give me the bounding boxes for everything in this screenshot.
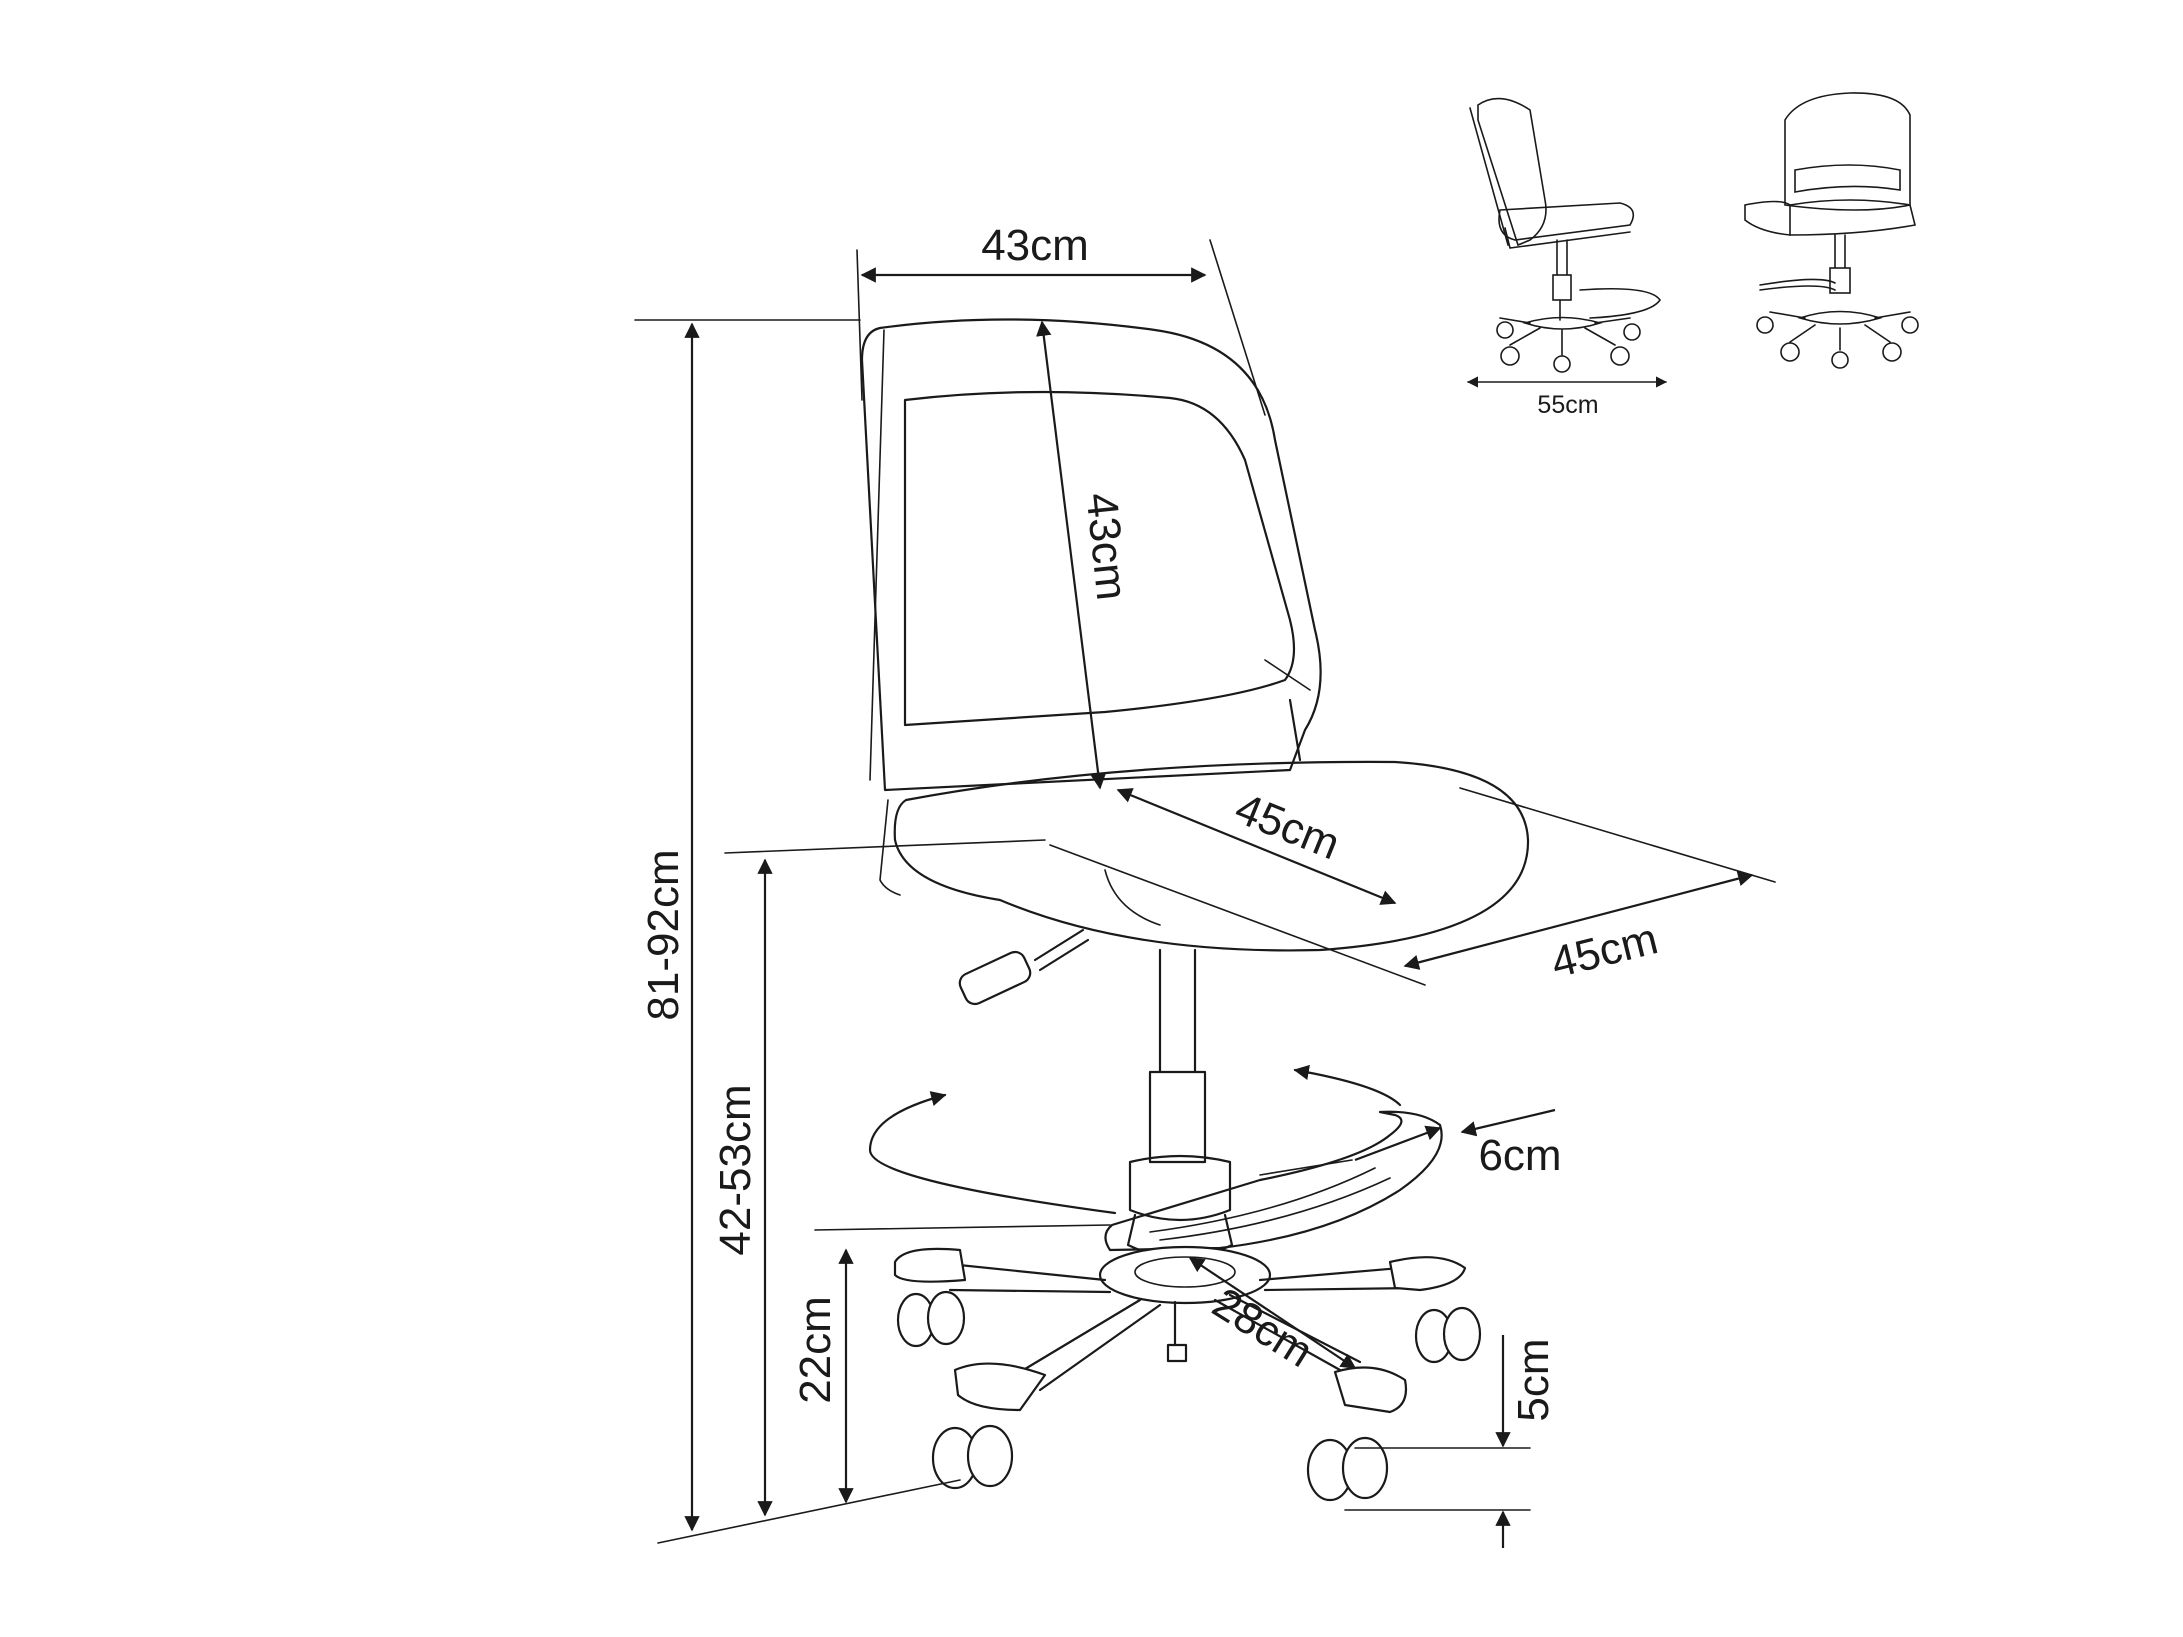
caster-wheel bbox=[1414, 1306, 1482, 1364]
backrest-width-label: 43cm bbox=[981, 221, 1089, 270]
gas-lift bbox=[1126, 948, 1234, 1259]
caster-wheel bbox=[931, 1424, 1014, 1490]
total-height-label: 81-92cm bbox=[639, 849, 688, 1020]
backrest-height-label: 43cm bbox=[1076, 490, 1136, 602]
back-view-thumbnail bbox=[1744, 92, 1919, 369]
base-diameter-dimension: 55cm bbox=[1466, 376, 1668, 419]
dimension-labels: 43cm 43cm 45cm 45cm 81-92cm 42-53cm 22cm… bbox=[639, 221, 1663, 1422]
base-diameter-label: 55cm bbox=[1537, 391, 1598, 419]
dimension-lines bbox=[634, 239, 1776, 1548]
side-view-thumbnail bbox=[1469, 97, 1661, 373]
wheel-height-label: 5cm bbox=[1509, 1338, 1558, 1421]
footrest-ring bbox=[1104, 1110, 1443, 1252]
seat-depth-label: 45cm bbox=[1228, 784, 1346, 870]
rotation-arrows bbox=[868, 1064, 1402, 1215]
seat-height-label: 42-53cm bbox=[711, 1084, 760, 1255]
caster-wheel bbox=[896, 1290, 966, 1348]
base-star bbox=[893, 1245, 1482, 1502]
footrest-height-label: 22cm bbox=[791, 1296, 840, 1404]
base-radius-label: 28cm bbox=[1204, 1278, 1321, 1377]
footrest-width-label: 6cm bbox=[1478, 1131, 1561, 1180]
seat bbox=[879, 760, 1530, 952]
height-lever bbox=[958, 928, 1090, 1006]
chair-drawing bbox=[860, 318, 1530, 1502]
caster-wheel bbox=[1306, 1436, 1389, 1502]
